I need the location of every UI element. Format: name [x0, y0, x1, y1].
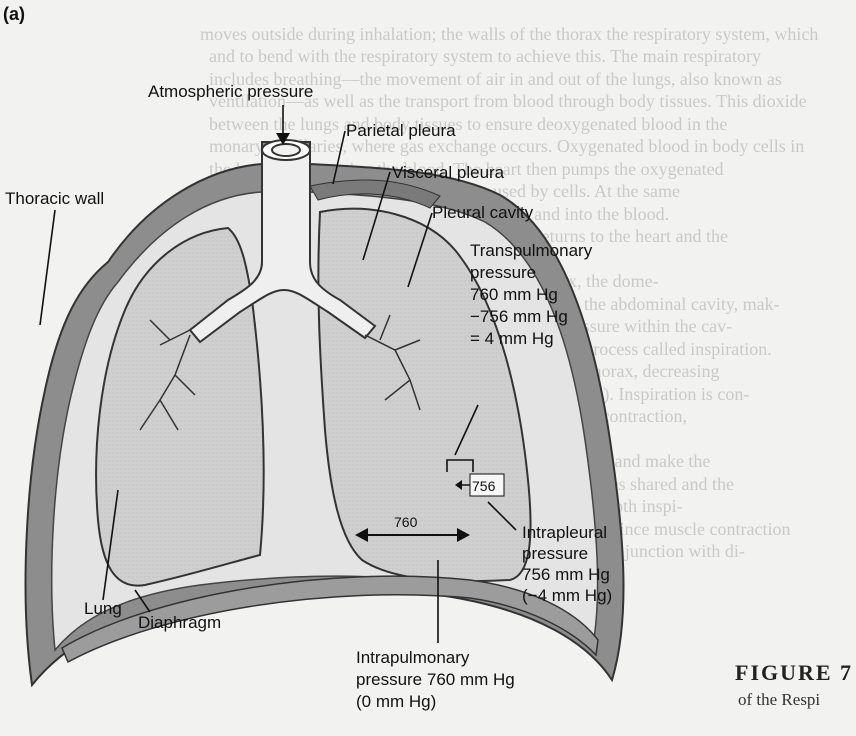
atmospheric-pressure-label: Atmospheric pressure: [148, 81, 313, 102]
parietal-pleura-label: Parietal pleura: [346, 120, 456, 141]
diaphragm-label: Diaphragm: [138, 612, 221, 633]
thoracic-wall-leader: [40, 210, 55, 325]
panel-label: (a): [3, 4, 25, 25]
lung-label: Lung: [84, 598, 122, 619]
intrapleural-value: 756: [472, 476, 495, 497]
intrapleural-label: Intrapleural pressure 756 mm Hg (−4 mm H…: [522, 522, 612, 606]
intrapulmonary-label: Intrapulmonary pressure 760 mm Hg (0 mm …: [356, 647, 515, 713]
visceral-pleura-label: Visceral pleura: [392, 162, 504, 183]
intrapulmonary-value: 760: [394, 512, 417, 533]
thoracic-wall-label: Thoracic wall: [5, 188, 104, 209]
transpulmonary-label: Transpulmonary pressure 760 mm Hg −756 m…: [470, 240, 592, 350]
figure-subtitle: of the Respi: [738, 690, 820, 710]
pleural-cavity-label: Pleural cavity: [432, 202, 533, 223]
figure-title: FIGURE 7: [735, 660, 853, 686]
